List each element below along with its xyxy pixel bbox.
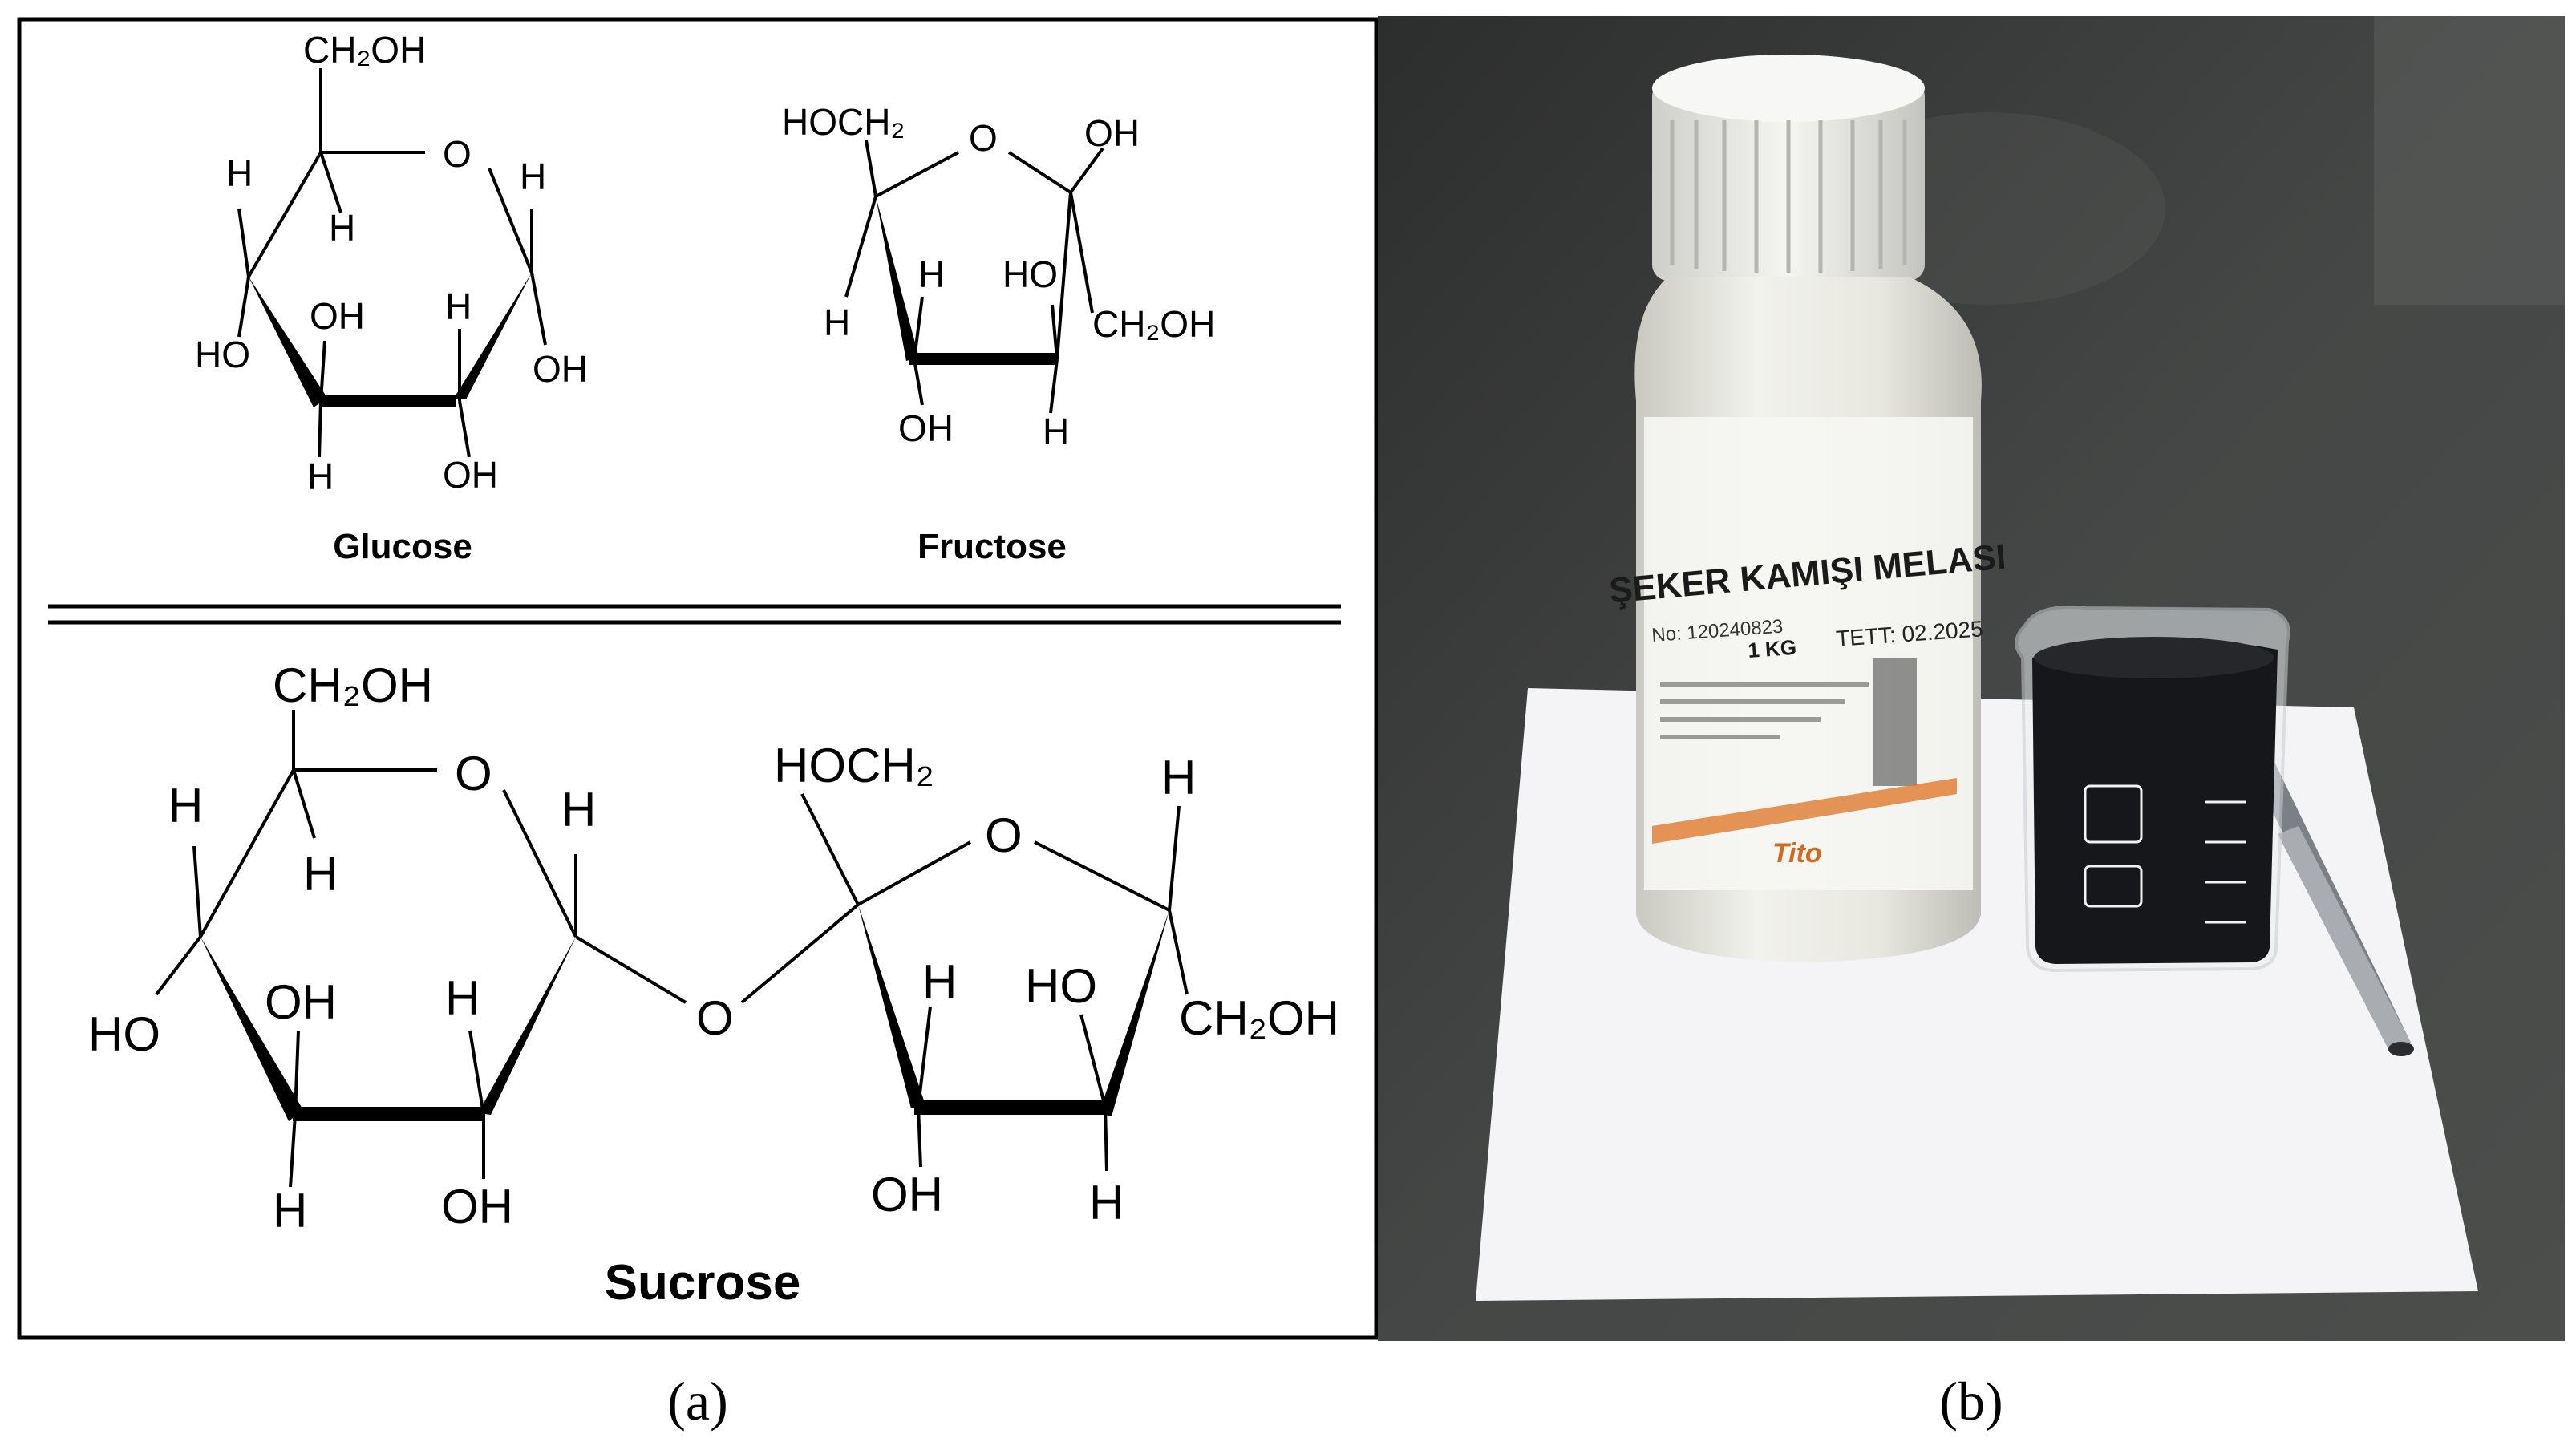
caption-b: (b) — [1939, 1371, 2003, 1432]
sucrose-oh-f3-label: OH — [871, 1168, 943, 1221]
sucrose-h-c3-label: H — [273, 1184, 307, 1237]
sucrose-labels: CH₂OH O H H H HO OH H H OH O HOCH₂ O H H… — [88, 658, 1339, 1310]
fructose-ring-oxygen-label: O — [969, 117, 998, 159]
glucose-h-c1-label: H — [520, 156, 546, 197]
sucrose-oh-c2-label: OH — [441, 1180, 513, 1233]
sucrose-h-f3-label: H — [922, 955, 957, 1009]
bottle-weight-text: 1 KG — [1747, 635, 1797, 662]
sucrose-oh-c3-label: OH — [265, 975, 337, 1029]
fructose-h-c3-label: H — [1043, 411, 1069, 452]
glucose-h-c5-label: H — [226, 152, 253, 194]
sucrose-fructose-oxygen-label: O — [985, 808, 1023, 862]
bench-edge — [2374, 16, 2565, 305]
molasses-beaker — [2015, 605, 2290, 973]
glucose-labels: CH₂OH O H H H HO OH H OH H OH Glucose — [195, 29, 588, 566]
fructose-ho-c3-label: HO — [1002, 253, 1058, 295]
sucrose-linkage-oxygen-label: O — [696, 991, 734, 1045]
glucose-oh-c3-label: OH — [310, 295, 365, 337]
sucrose-ch2oh-glucose-label: CH₂OH — [273, 658, 433, 712]
glucose-oh-c2-label: OH — [443, 454, 498, 496]
glucose-oh-c1-label: OH — [533, 348, 588, 390]
panel-b-photo: ŞEKER KAMIŞI MELASI 1 KG No: 120240823 T… — [1378, 16, 2565, 1341]
sucrose-structure — [155, 710, 1189, 1188]
fructose-h-c4-label: H — [918, 253, 945, 295]
fructose-ch2oh-label: CH₂OH — [1092, 303, 1215, 345]
sucrose-h-f4-label: H — [1089, 1176, 1124, 1229]
sucrose-h-c1-label: H — [561, 783, 596, 836]
glucose-ho-c4-label: HO — [195, 334, 250, 375]
fructose-structure — [844, 140, 1104, 414]
sucrose-hoch2-label: HOCH₂ — [774, 739, 934, 792]
pen — [2252, 762, 2414, 1056]
fructose-hoch2-label: HOCH₂ — [782, 101, 905, 143]
panel-a: CH₂OH O H H H HO OH H OH H OH Glucose — [17, 17, 1379, 1432]
panel-a-frame — [17, 17, 1379, 1340]
brand-logo: Tito — [1772, 838, 1822, 869]
sucrose-h-c2-label: H — [445, 971, 480, 1025]
sucrose-glucose-oxygen-label: O — [455, 747, 492, 800]
glucose-h-c3-label: H — [307, 456, 334, 497]
fructose-labels: HOCH₂ O OH H H HO CH₂OH OH H Fructose — [782, 101, 1215, 566]
sucrose-name: Sucrose — [605, 1255, 801, 1310]
sucrose-h-f5-label: H — [1161, 751, 1196, 804]
sucrose-ho-c4-label: HO — [88, 1007, 160, 1061]
glucose-ch2oh-label: CH₂OH — [303, 29, 426, 71]
molasses-bottle: ŞEKER KAMIŞI MELASI 1 KG No: 120240823 T… — [1607, 55, 2007, 962]
fructose-oh-c4-label: OH — [898, 407, 954, 449]
glucose-ring-oxygen-label: O — [443, 133, 472, 175]
sucrose-h-c5-label: H — [168, 779, 203, 832]
sucrose-h-c4-up-label: H — [303, 847, 338, 901]
fructose-h-c5-label: H — [824, 302, 850, 343]
glucose-h-c2-label: H — [445, 286, 472, 327]
caption-a: (a) — [667, 1371, 727, 1432]
glucose-structure — [237, 68, 547, 458]
sucrose-ho-f4-label: HO — [1025, 959, 1097, 1013]
fructose-oh-c2-label: OH — [1084, 112, 1140, 154]
sucrose-ch2oh-fructose-label: CH₂OH — [1179, 991, 1339, 1045]
glucose-h-c4-up-label: H — [329, 207, 355, 249]
glucose-name: Glucose — [333, 527, 472, 566]
fructose-name: Fructose — [917, 527, 1067, 566]
